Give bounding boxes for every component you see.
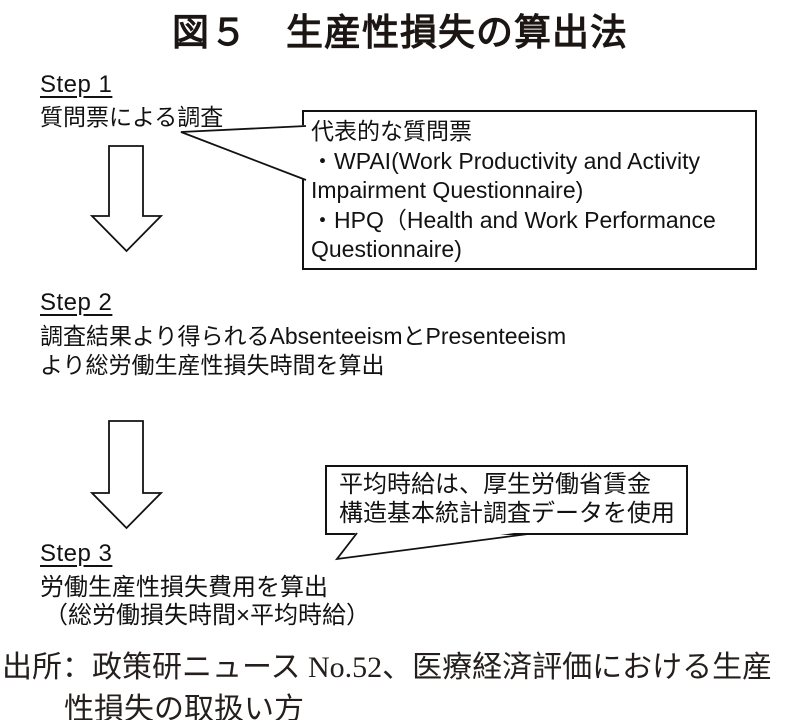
callout2-line: 平均時給は、厚生労働省賃金 xyxy=(339,471,651,498)
source-note-line2: 性損失の取扱い方 xyxy=(64,693,304,720)
step3-text-line1: 労働生産性損失費用を算出 xyxy=(40,574,328,601)
callout-tail-outline xyxy=(334,532,529,561)
step3-text-line2: （総労働損失時間×平均時給） xyxy=(44,602,371,629)
callout-tail-outline xyxy=(180,125,307,181)
step2-text-line1: 調査結果より得られるAbsenteeismとPresenteeism xyxy=(40,323,567,349)
wage-callout-box: 平均時給は、厚生労働省賃金 構造基本統計調査データを使用 xyxy=(325,465,688,535)
step1-label: Step 1 xyxy=(40,71,113,98)
callout2-line: 構造基本統計調査データを使用 xyxy=(339,500,675,527)
step2-text-line2: より総労働生産性損失時間を算出 xyxy=(40,352,385,378)
down-arrow-icon xyxy=(89,420,164,530)
down-arrow-icon xyxy=(89,145,164,253)
step3-label: Step 3 xyxy=(40,540,113,567)
step1-text: 質問票による調査 xyxy=(40,104,224,130)
questionnaire-callout-box: 代表的な質問票 ・WPAI(Work Productivity and Acti… xyxy=(302,110,757,270)
callout1-line: ・WPAI(Work Productivity and Activity xyxy=(311,147,700,174)
callout1-line: 代表的な質問票 xyxy=(311,118,472,144)
callout1-line: Impairment Questionnaire) xyxy=(311,177,584,203)
figure-title: 図５ 生産性損失の算出法 xyxy=(172,12,628,53)
callout1-line: ・HPQ（Health and Work Performance xyxy=(311,206,716,233)
callout-tail xyxy=(181,125,307,181)
source-note-line1: 出所：政策研ニュース No.52、医療経済評価における生産 xyxy=(2,651,773,684)
callout-tail xyxy=(337,531,528,559)
callout1-line: Questionnaire) xyxy=(311,236,462,262)
step2-label: Step 2 xyxy=(40,289,113,316)
